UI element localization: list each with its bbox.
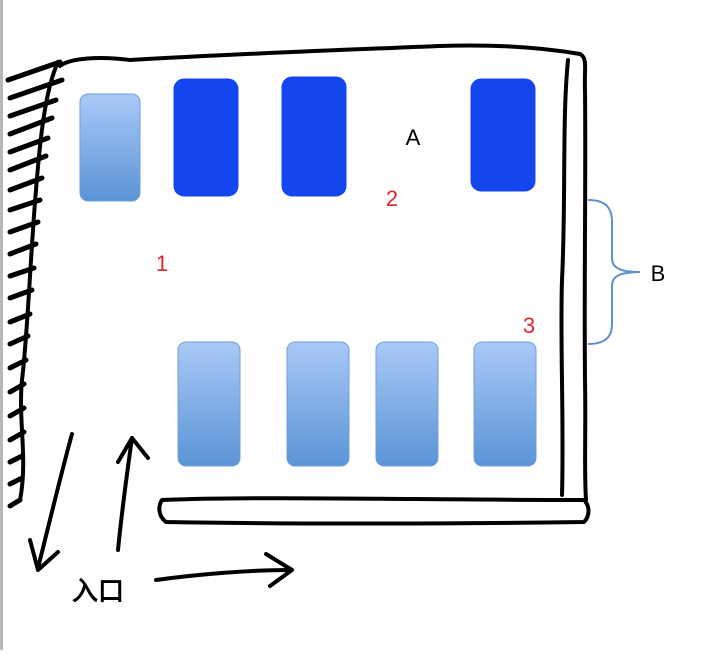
zone-a-label: A <box>406 125 421 150</box>
top-row <box>79 76 536 202</box>
enter-arrow-up-icon <box>116 436 134 552</box>
left-wall-line <box>18 60 60 502</box>
entrance-arrows <box>28 432 294 588</box>
marker-2: 2 <box>386 186 398 211</box>
enter-arrow-right-icon <box>154 568 292 582</box>
marker-1: 1 <box>156 251 168 276</box>
parking-spot[interactable] <box>286 341 350 467</box>
lot-outline <box>58 43 588 502</box>
parking-spot[interactable] <box>177 341 241 467</box>
parking-spot[interactable] <box>473 341 537 467</box>
exit-arrowhead-icon <box>28 538 60 572</box>
enter-arrow-right-head-icon <box>264 552 294 588</box>
parking-spot[interactable] <box>173 78 239 197</box>
window-edge <box>0 0 3 650</box>
bottom-row <box>177 341 537 467</box>
zone-b-label: B <box>651 261 666 286</box>
marker-3: 3 <box>523 313 535 338</box>
exit-arrow-down-icon <box>36 432 74 570</box>
enter-arrowhead-icon <box>116 436 150 464</box>
right-inner-wall <box>559 58 570 497</box>
parking-spot[interactable] <box>281 76 347 197</box>
parking-spot[interactable] <box>79 93 141 202</box>
zone-b-brace <box>587 199 641 345</box>
parking-spot[interactable] <box>470 78 536 192</box>
bottom-curb <box>157 496 591 526</box>
parking-spot[interactable] <box>375 341 439 467</box>
entrance-label: 入口 <box>72 576 124 606</box>
hatched-wall <box>5 59 65 509</box>
